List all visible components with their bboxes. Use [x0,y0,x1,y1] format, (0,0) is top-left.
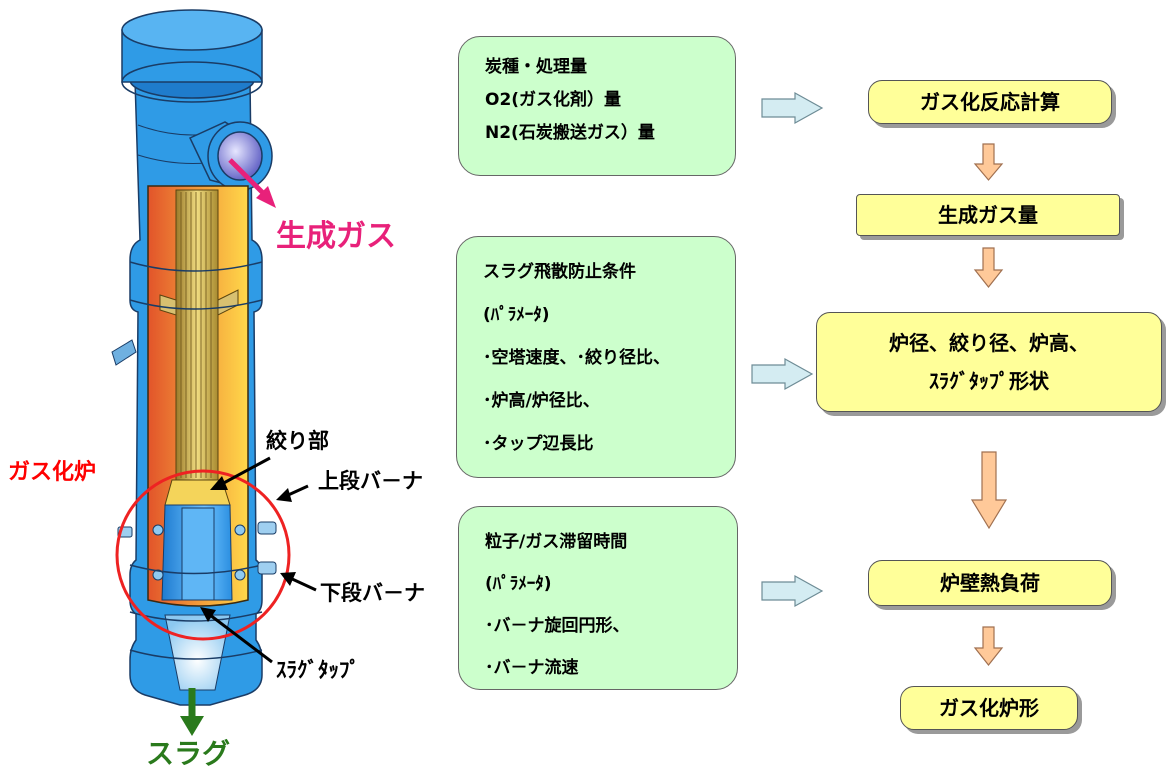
input-line: ･空塔速度、･絞り径比、 [483,348,670,368]
input-line: O2(ガス化剤）量 [485,90,622,110]
input-line: (ﾊﾟﾗﾒｰﾀ) [483,305,550,325]
step-product-gas-amount: 生成ガス量 [856,194,1120,236]
input3-arrow [761,574,824,608]
slag-arrow [180,688,204,736]
flow-arrow-2 [973,247,1004,288]
step-label: ガス化炉形 [939,696,1039,720]
burner-zone-circle [115,469,291,641]
gas-outlet-port [188,121,273,191]
slag-label: スラグ [146,737,231,770]
product-gas-label: 生成ガス [276,219,396,254]
input2-arrow [751,357,814,391]
input-line: ･炉高/炉径比、 [483,391,600,411]
step-label: ガス化反応計算 [920,90,1060,114]
step-wall-heat-load: 炉壁熱負荷 [868,560,1112,606]
step-label: 生成ガス量 [938,203,1038,227]
input-box-coal: 炭種・処理量 O2(ガス化剤）量 N2(石炭搬送ガス）量 [458,36,736,176]
input-line: ･タップ辺長比 [483,434,594,454]
upper-burner-label: 上段バ－ナ [318,469,423,493]
input-line: スラグ飛散防止条件 [483,262,636,282]
flow-arrow-4 [973,626,1004,666]
input-line: N2(石炭搬送ガス）量 [485,123,655,143]
flow-arrow-1 [973,143,1004,181]
step-furnace-dimensions: 炉径、絞り径、炉高、 ｽﾗｸﾞﾀｯﾌﾟ形状 [816,312,1162,412]
flow-arrow-3 [970,451,1008,530]
input-box-slag-scatter: スラグ飛散防止条件 (ﾊﾟﾗﾒｰﾀ) ･空塔速度、･絞り径比、 ･炉高/炉径比、… [456,236,736,478]
cutaway-section [147,185,249,691]
gasifier-label: ガス化炉 [8,460,97,485]
input-line: 粒子/ガス滞留時間 [485,532,628,552]
pointer-slag-tap [200,607,273,664]
input-line: (ﾊﾟﾗﾒｰﾀ) [485,574,552,594]
input-box-residence: 粒子/ガス滞留時間 (ﾊﾟﾗﾒｰﾀ) ･バ－ナ旋回円形、 ･バ－ナ流速 [458,506,738,690]
step-label: ｽﾗｸﾞﾀｯﾌﾟ形状 [929,369,1049,393]
pointer-throat [210,456,271,490]
slag-tap-label: ｽﾗｸﾞﾀｯﾌﾟ [276,658,360,682]
input-line: 炭種・処理量 [485,57,587,77]
burner-nozzles [111,339,277,575]
pointer-upper-burner [276,484,309,502]
product-gas-arrow [228,158,276,208]
step-label: 炉壁熱負荷 [940,571,1040,595]
step-gasifier-shape: ガス化炉形 [900,686,1078,730]
throat-label: 絞り部 [266,429,329,453]
lower-burner-label: 下段バ－ナ [320,581,425,605]
step-label: 炉径、絞り径、炉高、 [889,331,1089,355]
input-line: ･バ－ナ旋回円形、 [485,616,630,636]
step-gasification-calc: ガス化反応計算 [868,80,1112,124]
pointer-lower-burner [280,572,317,592]
input1-arrow [761,91,824,125]
input-line: ･バ－ナ流速 [485,658,579,678]
